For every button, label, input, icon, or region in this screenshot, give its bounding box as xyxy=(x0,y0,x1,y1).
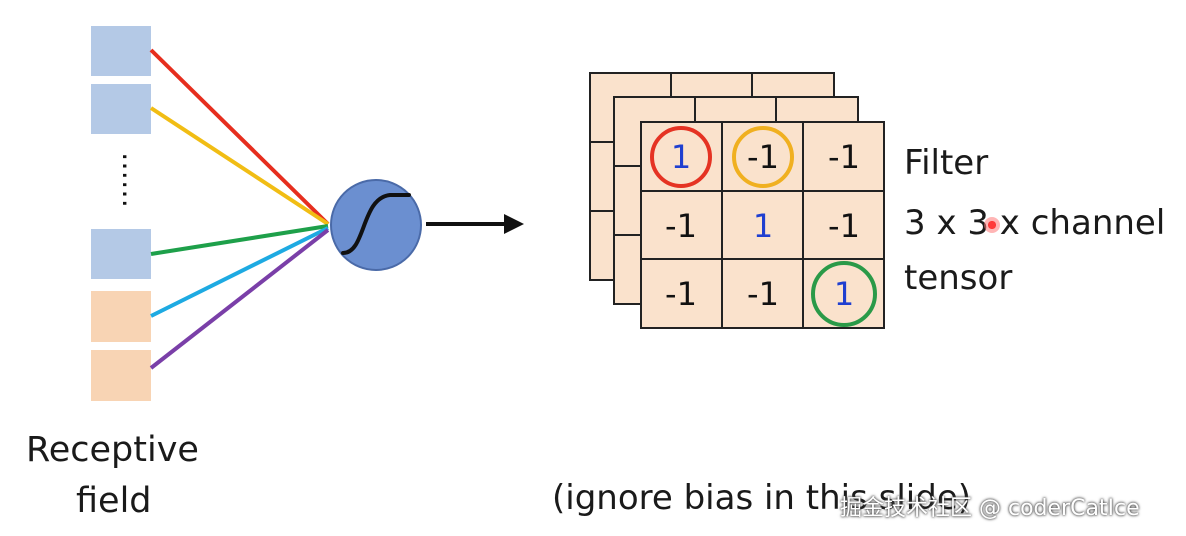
ellipsis: …… xyxy=(116,152,149,208)
connection-red xyxy=(149,48,330,226)
receptive-label-line1: Receptive xyxy=(26,430,199,470)
watermark: 掘金技术社区 @ coderCatIce xyxy=(840,496,1140,521)
ignore-bias-note: (ignore bias in this slide) xyxy=(552,478,972,518)
sigmoid-icon xyxy=(341,193,411,255)
filter-cell-1-2: -1 xyxy=(828,207,860,245)
input-cell-4 xyxy=(91,291,151,342)
filter-cell-0-0: 1 xyxy=(671,138,691,176)
filter-cell-0-2: -1 xyxy=(828,138,860,176)
highlight-circle-yellow xyxy=(732,126,794,188)
connection-yellow xyxy=(149,106,330,226)
filter-shape-label: 3 x 3 x channel xyxy=(904,203,1166,243)
connection-purple xyxy=(149,228,330,370)
filter-label: Filter xyxy=(904,143,989,183)
highlight-circle-red xyxy=(650,126,712,188)
connection-blue xyxy=(150,226,329,318)
filter-cell-2-0: -1 xyxy=(665,275,697,313)
input-cell-3 xyxy=(91,229,151,279)
filter-cell-1-0: -1 xyxy=(665,207,697,245)
connection-green xyxy=(150,224,329,256)
receptive-label-line2: field xyxy=(76,481,152,521)
filter-cell-1-1: 1 xyxy=(753,207,773,245)
input-cell-1 xyxy=(91,26,151,76)
input-cell-2 xyxy=(91,84,151,134)
filter-type-label: tensor xyxy=(904,258,1013,298)
filter-layer-front xyxy=(640,121,885,329)
filter-cell-2-1: -1 xyxy=(747,275,779,313)
receptive-field-label: Receptive field xyxy=(26,425,199,527)
filter-cell-2-2: 1 xyxy=(834,275,854,313)
input-cell-5 xyxy=(91,350,151,401)
output-arrow-head xyxy=(504,214,524,234)
highlight-circle-green xyxy=(811,261,877,327)
laser-pointer-icon xyxy=(984,217,1000,233)
filter-cell-0-1: -1 xyxy=(747,138,779,176)
